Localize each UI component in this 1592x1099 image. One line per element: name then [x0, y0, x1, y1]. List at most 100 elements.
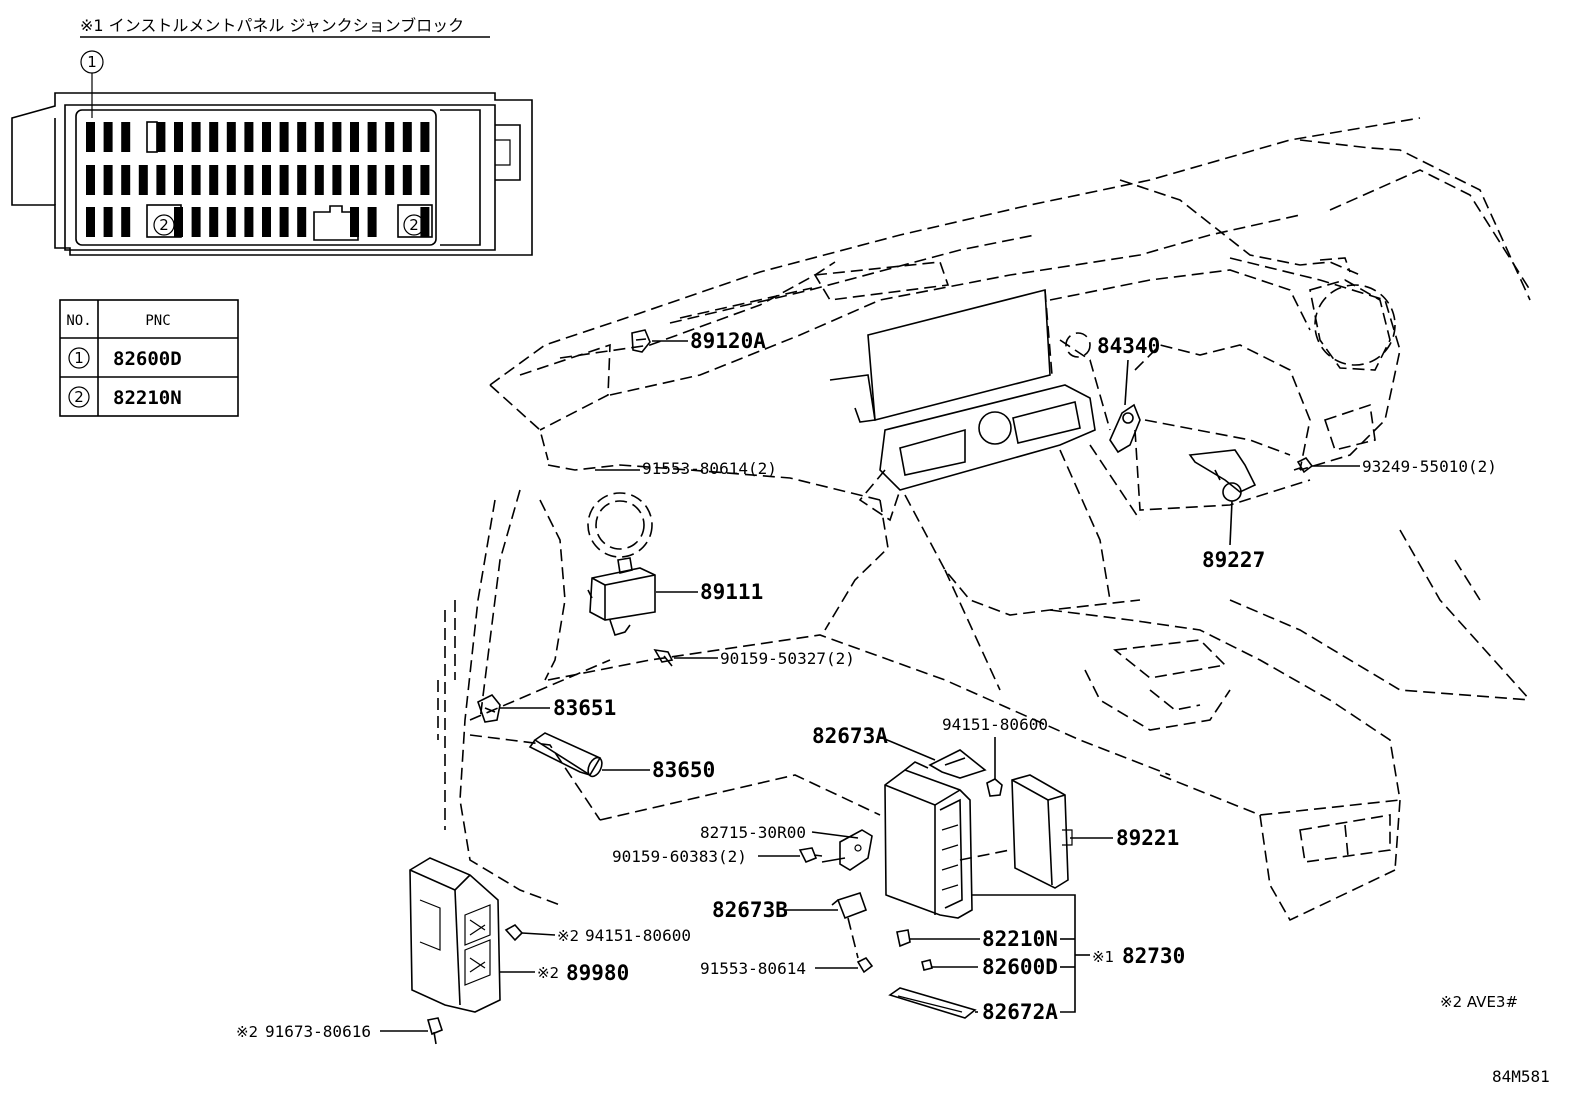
- connector-slot: [313, 205, 359, 241]
- label-82672a: 82672A: [982, 1000, 1058, 1024]
- label-91673-80616-mark: ※2: [236, 1023, 258, 1041]
- dashboard-outline: [437, 117, 1531, 922]
- label-91673-80616: 91673-80616: [265, 1022, 371, 1041]
- label-90159-60383: 90159-60383(2): [612, 847, 747, 866]
- relay-slot-right: [397, 204, 433, 238]
- fuse-slot: [156, 165, 166, 195]
- fuse-slot: [121, 165, 131, 195]
- fuse-slots: [86, 122, 430, 237]
- fuse-slot: [138, 165, 148, 195]
- fuse-slot: [332, 165, 342, 195]
- fuse-slot: [297, 207, 307, 237]
- label-82673b: 82673B: [712, 898, 788, 922]
- part-89980-ecu: [409, 857, 501, 1013]
- label-83651: 83651: [553, 696, 616, 720]
- fuse-slot: [350, 122, 359, 152]
- label-91553-80614: 91553-80614: [700, 959, 806, 978]
- label-89221: 89221: [1116, 826, 1179, 850]
- fuse-slot: [174, 207, 183, 237]
- label-94151-80600-b: 94151-80600: [585, 926, 691, 945]
- part-82730-junction-block: [884, 761, 973, 919]
- table-header-no: NO.: [66, 313, 91, 329]
- part-82210n-relay: [896, 929, 911, 948]
- callout-circle-1: [80, 50, 104, 74]
- part-89221-ecu: [1011, 774, 1073, 889]
- fuse-slot: [350, 207, 359, 237]
- fuse-slot: [385, 122, 395, 152]
- fuse-slot: [420, 122, 430, 152]
- label-89111: 89111: [700, 580, 763, 604]
- part-83651-clip: [477, 693, 501, 723]
- empty-fuse-slot: [146, 121, 158, 153]
- fuse-slot: [420, 207, 430, 237]
- label-89980: 89980: [566, 961, 629, 985]
- callout-circle-2b: [403, 214, 425, 236]
- fuse-slot: [262, 207, 271, 237]
- label-94151-80600-a: 94151-80600: [942, 715, 1048, 734]
- fuse-slot: [367, 207, 377, 237]
- part-89120a-clip: [631, 329, 651, 353]
- table-row-2-pnc: 82210N: [113, 387, 182, 409]
- fuse-slot: [191, 207, 201, 237]
- fuse-slot: [174, 122, 183, 152]
- label-83650: 83650: [652, 758, 715, 782]
- label-82210n: 82210N: [982, 927, 1058, 951]
- fuse-slot: [367, 165, 377, 195]
- fuse-slot: [402, 122, 412, 152]
- fuse-slot: [174, 165, 183, 195]
- fuse-slot: [121, 207, 131, 237]
- fuse-slot: [279, 165, 289, 195]
- fuse-slot: [314, 122, 324, 152]
- fuse-slot: [156, 122, 166, 152]
- fuse-slot: [244, 165, 254, 195]
- part-90159-60383-bolt: [798, 847, 823, 864]
- junction-block-title: ※1 インストルメントパネル ジャンクションブロック: [80, 16, 464, 35]
- fuse-slot: [297, 122, 307, 152]
- part-93249-screw: [1293, 456, 1314, 474]
- part-89111-module: [587, 557, 656, 636]
- fuse-slot: [86, 165, 95, 195]
- footnote-ave3: ※2 AVE3#: [1440, 993, 1518, 1011]
- fuse-slot: [226, 207, 236, 237]
- fuse-slot: [244, 122, 254, 152]
- table-row-1-no: 1: [74, 349, 84, 367]
- fuse-slot: [191, 165, 201, 195]
- fuse-slot: [209, 165, 219, 195]
- label-84340: 84340: [1097, 334, 1160, 358]
- label-91553-80614-2: 91553-80614(2): [642, 459, 777, 478]
- part-91553-80614-screw: [847, 917, 874, 974]
- fuse-slot: [420, 165, 430, 195]
- fuse-slot: [103, 165, 113, 195]
- callout-circle-2a: [153, 214, 175, 236]
- callout-2b-label: 2: [409, 216, 419, 234]
- part-82715-bracket: [821, 829, 873, 871]
- fuse-slot: [262, 122, 271, 152]
- fuse-slot: [279, 207, 289, 237]
- label-89227: 89227: [1202, 548, 1265, 572]
- label-82730-mark: ※1: [1092, 948, 1114, 966]
- fuse-slot: [209, 207, 219, 237]
- part-91673-bolt: [426, 1017, 443, 1045]
- fuse-slot: [332, 122, 342, 152]
- part-94151-nut-b: [504, 923, 524, 942]
- fuse-slot: [86, 122, 95, 152]
- diagram-code: 84M581: [1492, 1067, 1550, 1086]
- table-row-1-pnc: 82600D: [113, 348, 182, 370]
- part-82673b-clip: [831, 892, 868, 920]
- fuse-slot: [367, 122, 377, 152]
- leader-lines: [380, 340, 1360, 1032]
- junction-block-drawing: [11, 92, 533, 256]
- fuse-slot: [262, 165, 271, 195]
- part-89227-sensor: [1188, 449, 1257, 502]
- part-82673a-bracket: [928, 749, 987, 779]
- label-93249-55010: 93249-55010(2): [1362, 457, 1497, 476]
- fuse-slot: [226, 122, 236, 152]
- label-82730: 82730: [1122, 944, 1185, 968]
- fuse-slot: [402, 165, 412, 195]
- callout-1-label: 1: [87, 53, 97, 71]
- part-82600d-fuse: [921, 959, 933, 971]
- label-94151-80600-b-mark: ※2: [557, 927, 579, 945]
- label-82715-30r00: 82715-30R00: [700, 823, 806, 842]
- relay-slot-left: [146, 204, 182, 238]
